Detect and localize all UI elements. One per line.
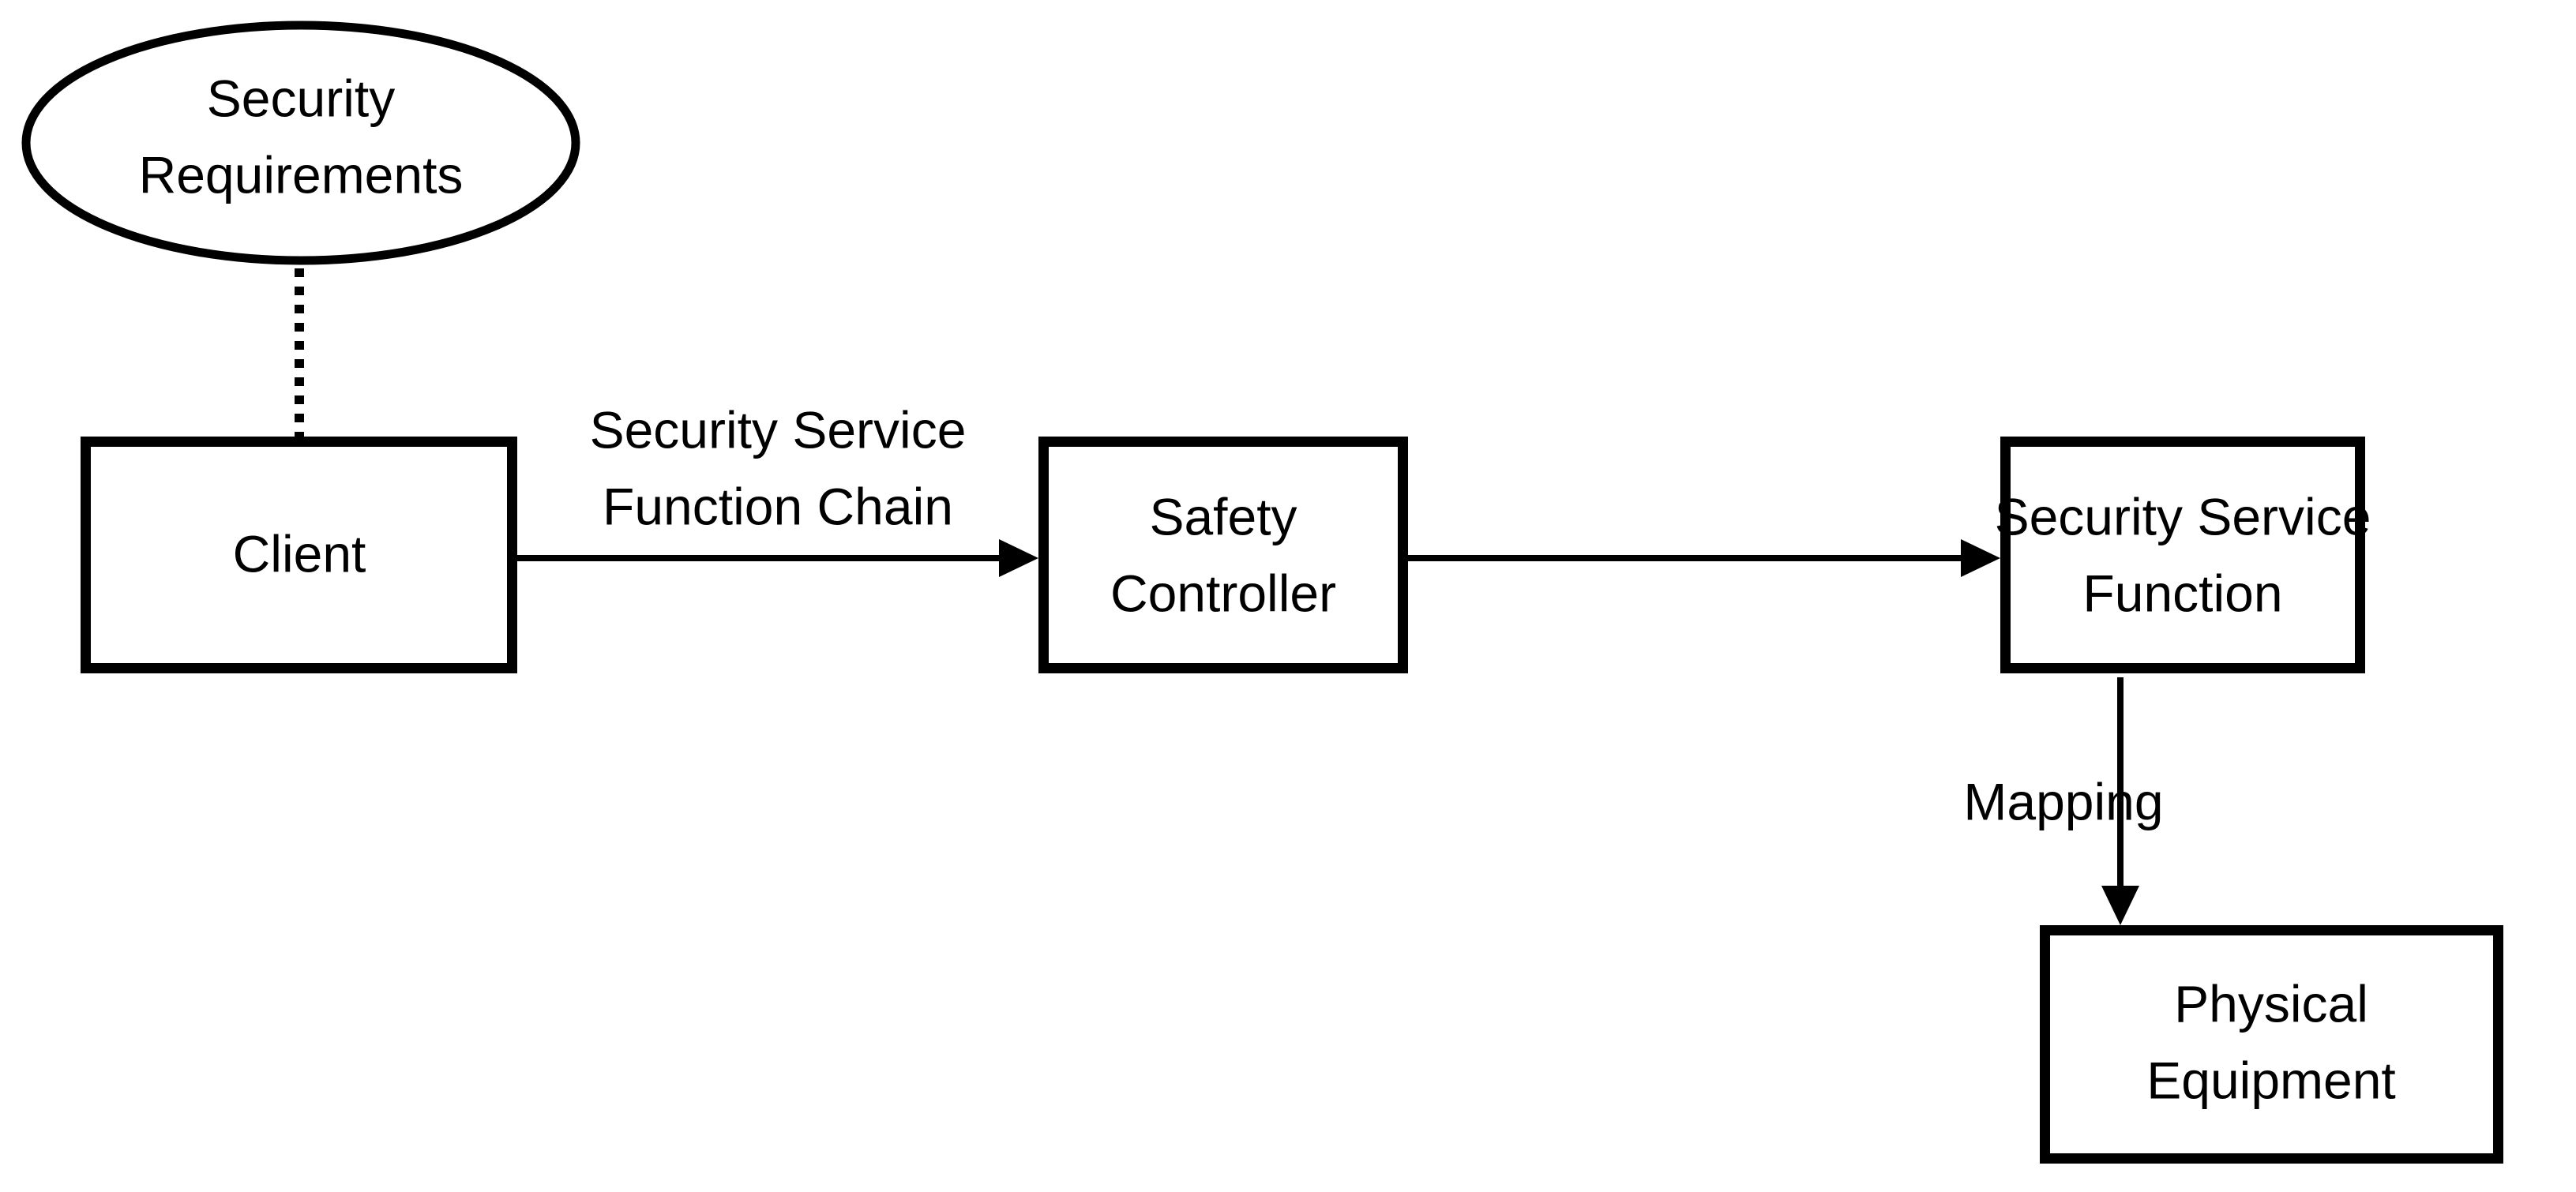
- edge-label-line1: Security Service: [590, 400, 967, 459]
- security-service-function-box[interactable]: [2000, 437, 2365, 673]
- edge-client-to-controller: [517, 539, 1038, 577]
- edge-controller-to-ssf: [1408, 539, 2000, 577]
- safety-controller-label-line1: Safety: [1149, 487, 1297, 545]
- node-security-service-function[interactable]: Security Service Function: [1995, 437, 2371, 673]
- security-service-function-label-line1: Security Service: [1995, 487, 2371, 545]
- node-client[interactable]: Client: [81, 437, 517, 673]
- security-requirements-label-line2: Requirements: [139, 145, 464, 204]
- edge-label-line2: Function Chain: [603, 477, 953, 535]
- security-service-function-label-line2: Function: [2082, 564, 2282, 622]
- safety-controller-box[interactable]: [1038, 437, 1408, 673]
- edge-ssf-to-equipment: [2101, 677, 2139, 925]
- physical-equipment-box[interactable]: [2040, 925, 2503, 1164]
- node-physical-equipment[interactable]: Physical Equipment: [2040, 925, 2503, 1164]
- client-label: Client: [233, 524, 366, 583]
- safety-controller-label-line2: Controller: [1110, 564, 1336, 622]
- security-requirements-ellipse[interactable]: [21, 21, 580, 265]
- arrow-head-icon: [999, 539, 1038, 577]
- node-security-requirements[interactable]: Security Requirements: [21, 21, 580, 265]
- physical-equipment-label-line2: Equipment: [2146, 1051, 2396, 1109]
- security-requirements-label-line1: Security: [207, 69, 395, 127]
- edge-label-client-to-controller: Security Service Function Chain: [590, 400, 967, 535]
- arrow-head-icon: [1961, 539, 2000, 577]
- arrow-head-icon: [2101, 886, 2139, 925]
- client-box[interactable]: [81, 437, 517, 673]
- edge-label-ssf-to-equipment: Mapping: [1963, 772, 2163, 830]
- node-safety-controller[interactable]: Safety Controller: [1038, 437, 1408, 673]
- mapping-label: Mapping: [1963, 772, 2163, 830]
- physical-equipment-label-line1: Physical: [2174, 974, 2368, 1033]
